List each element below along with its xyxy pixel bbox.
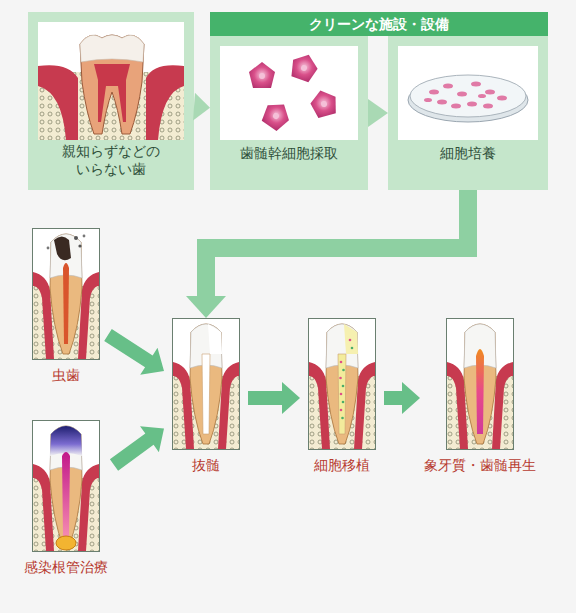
flow-arrow <box>193 93 210 121</box>
stage-label: 象牙質・歯髄再生 <box>420 456 540 475</box>
infected-tooth-illustration <box>33 421 100 552</box>
stage-label: 感染根管治療 <box>18 558 114 577</box>
flow-arrow <box>104 329 164 375</box>
stem-cell-illustration <box>220 46 358 140</box>
chevron-arrow <box>368 99 388 127</box>
block-arrow <box>104 329 164 375</box>
stage-box: 抜髄 <box>164 318 248 478</box>
stage-box: 虫歯 <box>24 228 108 388</box>
group-band: クリーンな施設・設備歯髄幹細胞採取 細胞培養 <box>210 12 548 190</box>
stage-label: 細胞移植 <box>300 456 384 475</box>
flow-arrow-shaft <box>206 190 468 296</box>
block-arrow <box>248 382 300 414</box>
process-label: 親知らずなどの いらない歯 <box>28 142 194 178</box>
group-heading: クリーンな施設・設備 <box>210 12 548 36</box>
molar-illustration <box>38 22 184 140</box>
process-box: 親知らずなどの いらない歯 <box>28 12 194 190</box>
chevron-arrow <box>193 93 210 121</box>
stage-box: 細胞移植 <box>300 318 384 478</box>
stage-box: 感染根管治療 <box>18 420 114 580</box>
stage-box: 象牙質・歯髄再生 <box>420 318 540 478</box>
culture-dish-illustration <box>398 46 538 140</box>
flow-arrow <box>384 382 420 414</box>
flow-arrow <box>248 382 300 414</box>
process-box: 歯髄幹細胞採取 <box>210 36 368 190</box>
flow-arrow <box>368 99 388 127</box>
transplant-tooth-illustration <box>309 319 376 450</box>
arrow-head <box>186 296 226 318</box>
stage-label: 抜髄 <box>164 456 248 475</box>
process-label: 歯髄幹細胞採取 <box>210 144 368 162</box>
decayed-tooth-illustration <box>33 229 100 360</box>
process-box: 細胞培養 <box>388 36 548 190</box>
block-arrow <box>384 382 420 414</box>
flow-arrow <box>110 426 164 470</box>
regenerated-tooth-illustration <box>447 319 514 450</box>
process-label: 細胞培養 <box>388 144 548 162</box>
flow-arrow <box>186 190 468 318</box>
pulpectomy-tooth-illustration <box>173 319 240 450</box>
stage-label: 虫歯 <box>24 366 108 385</box>
block-arrow <box>110 426 164 470</box>
